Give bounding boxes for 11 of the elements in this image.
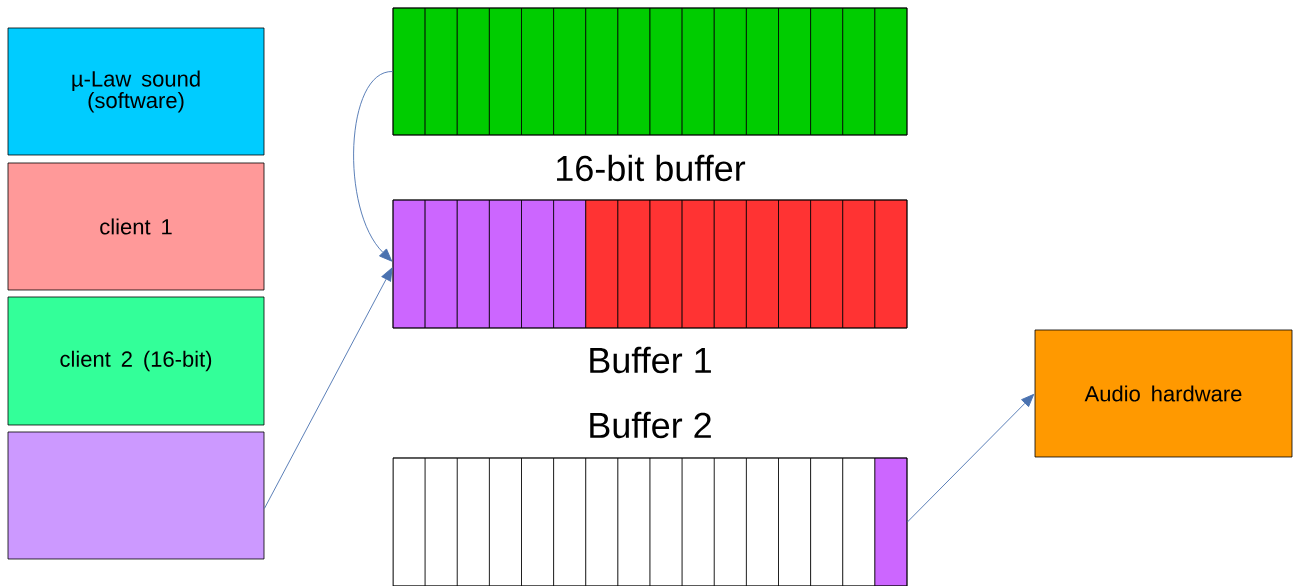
buffer-heading: 16-bit buffer	[557, 154, 746, 182]
arrow	[263, 267, 393, 509]
buffer-heading: Buffer 1	[590, 346, 711, 374]
process-box: client 1	[7, 162, 265, 291]
process-box: µ-Law sound (software)	[7, 27, 265, 156]
process-box	[7, 431, 265, 560]
buffer-heading: Buffer 2	[590, 411, 711, 439]
arrow	[353, 71, 394, 262]
arrow	[906, 393, 1035, 523]
process-box: Audio hardware	[1034, 329, 1293, 458]
process-box: client 2 (16-bit)	[7, 296, 265, 426]
